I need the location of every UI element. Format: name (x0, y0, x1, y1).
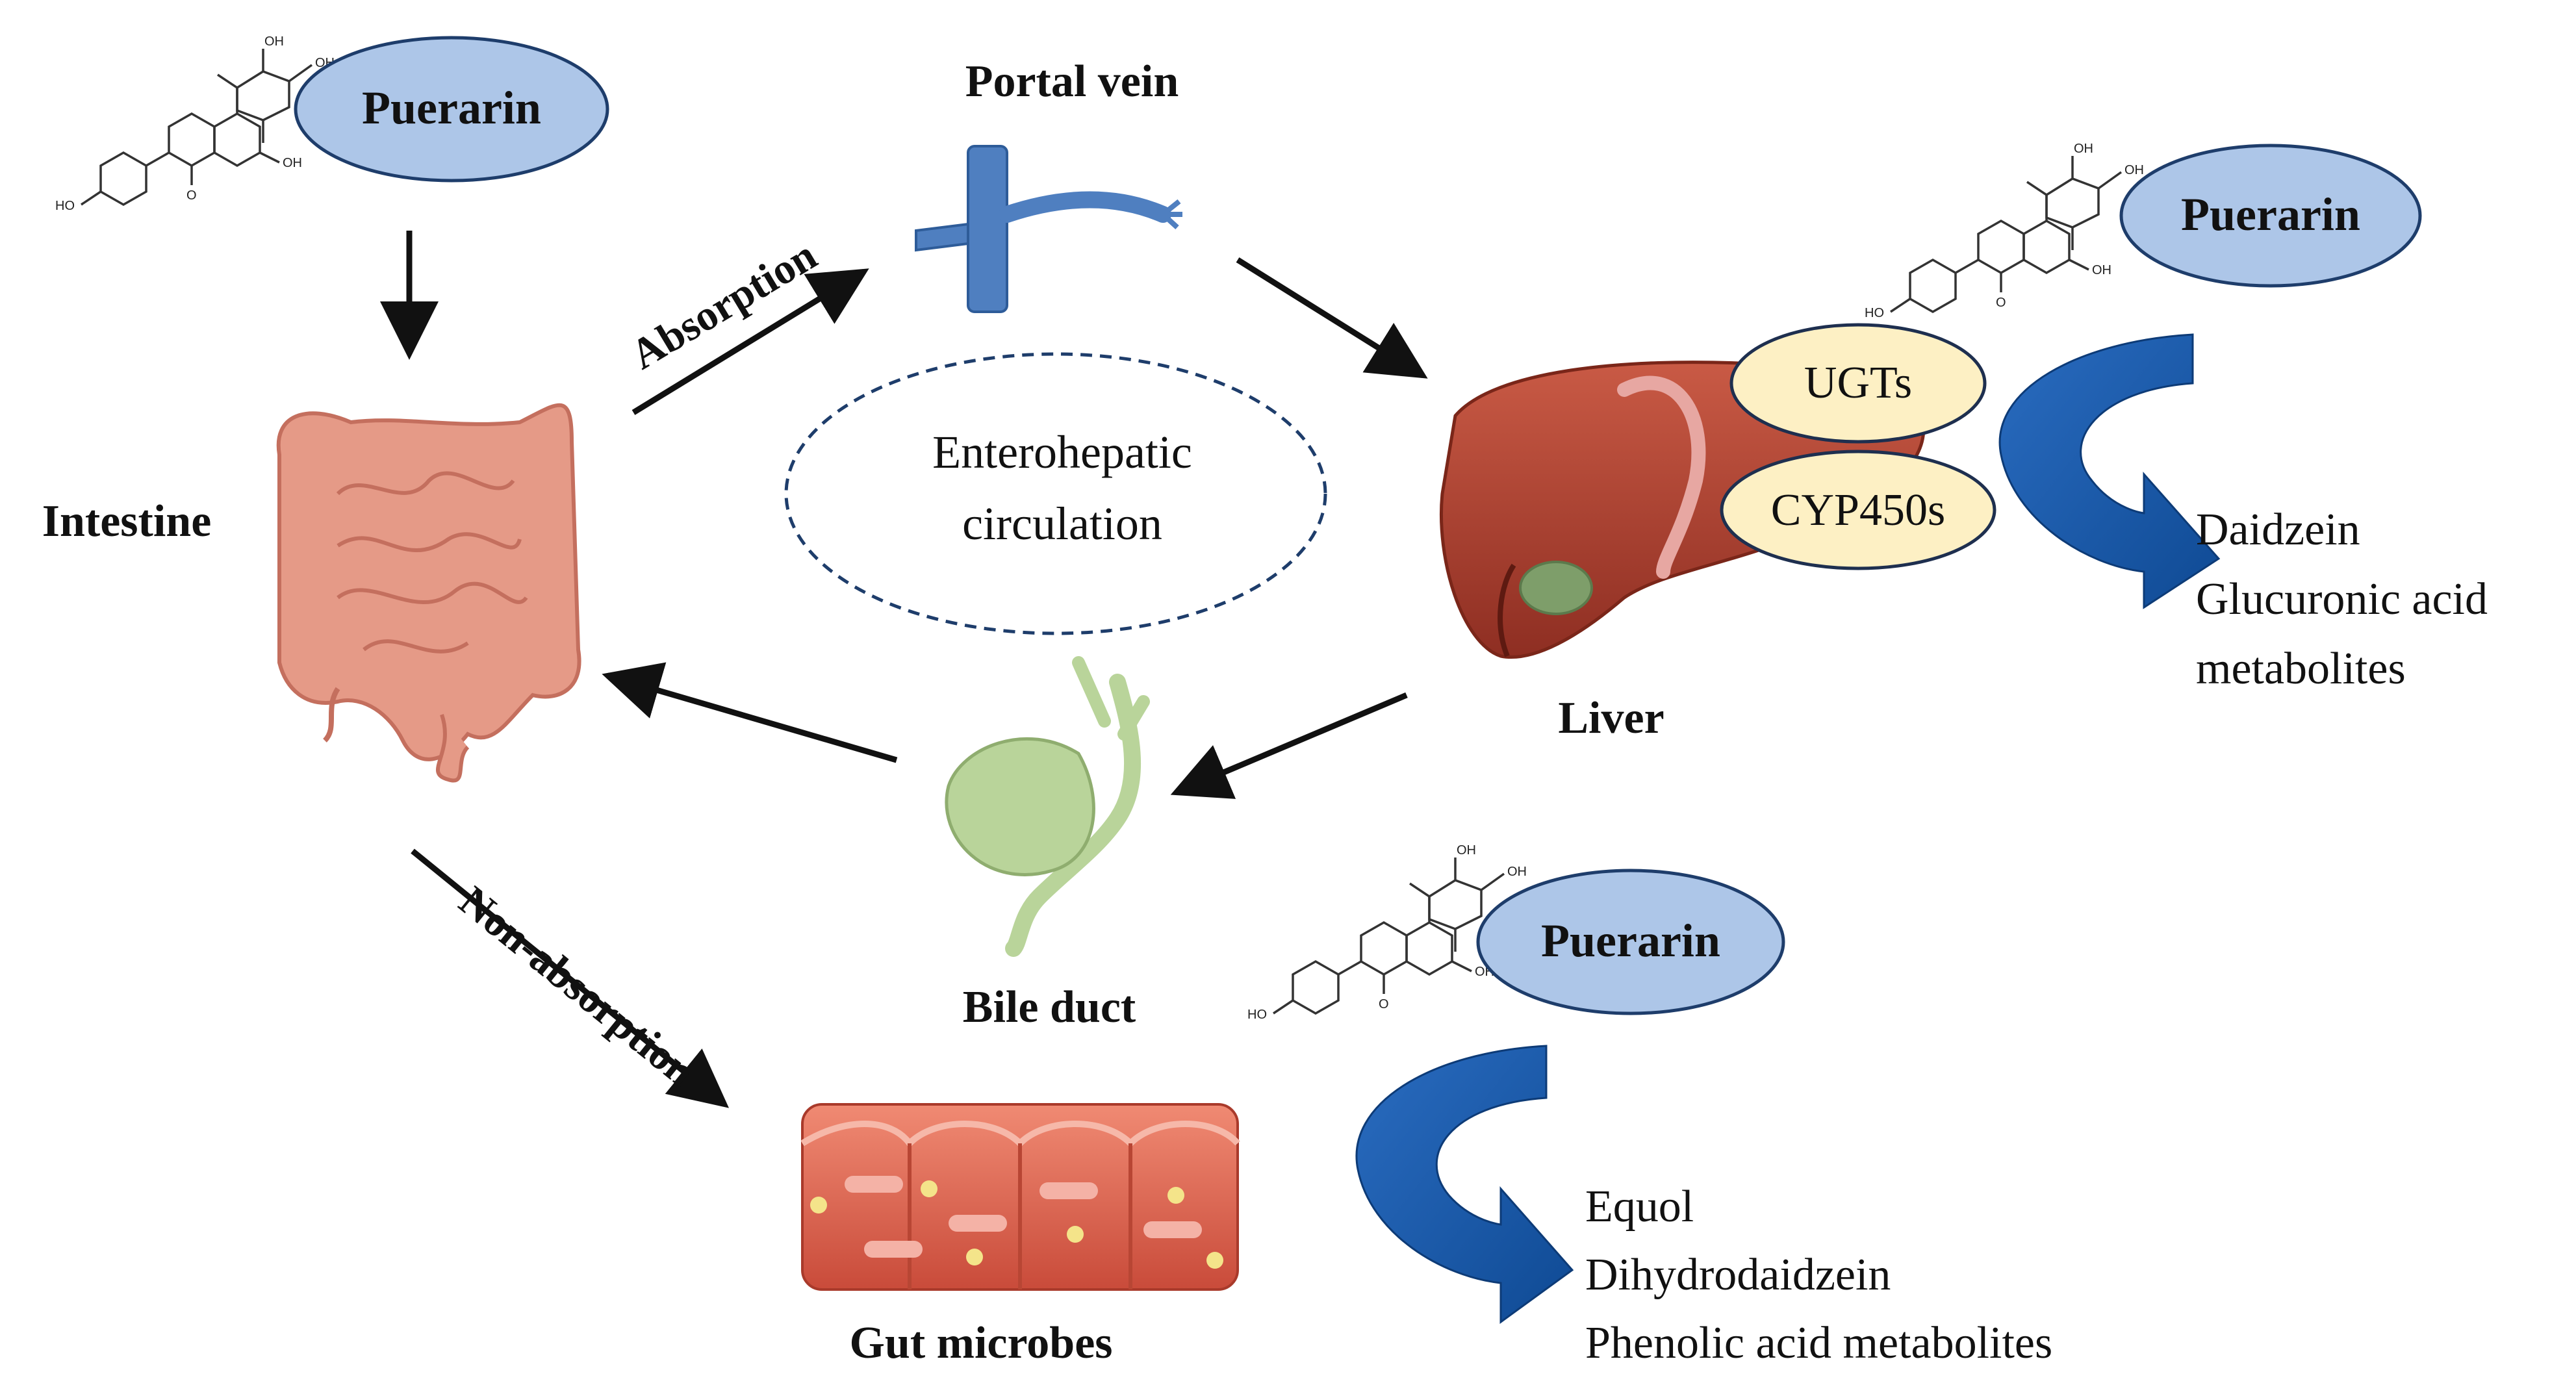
structure-oh-label: OH (2074, 142, 2093, 156)
liver-metabolite-list: Daidzein Glucuronic acid metabolites (2196, 505, 2488, 694)
arrow-liver-to-bile (1170, 692, 1408, 799)
structure-ho-label: HO (55, 199, 75, 213)
bile-duct-illustration (945, 656, 1150, 957)
metabolite-phenolic-acid: Phenolic acid metabolites (1585, 1318, 2052, 1368)
puerarin-structure-top-right: OH OH OH HO O (1865, 142, 2144, 320)
puerarin-structure-top-left: OH OH OH HO O (55, 34, 335, 213)
cycle-label-line2: circulation (962, 498, 1162, 550)
structure-oh-label: OH (283, 156, 302, 170)
structure-oh-label: OH (264, 34, 284, 49)
enterohepatic-boundary (784, 352, 1327, 635)
bile-duct-label: Bile duct (963, 982, 1136, 1032)
puerarin-label: Puerarin (1541, 915, 1720, 967)
cycle-label-line1: Enterohepatic (932, 426, 1192, 478)
structure-oh-label: OH (1457, 843, 1476, 858)
gut-microbes-label: Gut microbes (849, 1318, 1112, 1368)
puerarin-label: Puerarin (362, 82, 541, 134)
metabolite-metabolites: metabolites (2196, 644, 2406, 694)
structure-oh-label: OH (2124, 163, 2144, 177)
liver-metabolism-arrow (1998, 333, 2221, 609)
ugts-label: UGTs (1804, 358, 1912, 408)
intestine-label: Intestine (42, 496, 212, 546)
arrow-portal-to-liver (1236, 257, 1428, 379)
non-absorption-label: Non-absorption (450, 877, 704, 1095)
metabolite-daidzein: Daidzein (2196, 505, 2360, 555)
enzyme-badge-cyp450s: CYP450s (1720, 450, 1996, 570)
flow-arrows (380, 231, 1428, 1108)
puerarin-badge-bottom: Puerarin (1476, 869, 1785, 1015)
arrow-bile-to-intestine (602, 662, 898, 763)
portal-vein-label: Portal vein (965, 57, 1179, 107)
microbe-metabolism-arrow (1355, 1045, 1574, 1324)
cyp450s-label: CYP450s (1771, 485, 1945, 535)
portal-vein-illustration (915, 145, 1182, 313)
structure-ho-label: HO (1865, 306, 1884, 320)
structure-o-label: O (186, 188, 197, 203)
gut-microbes-illustration (800, 1103, 1240, 1291)
structure-o-label: O (1379, 997, 1389, 1011)
arrow-absorption (631, 268, 869, 415)
puerarin-label: Puerarin (2181, 188, 2360, 240)
structure-o-label: O (1996, 296, 2006, 310)
metabolite-glucuronic-acid: Glucuronic acid (2196, 574, 2488, 624)
puerarin-badge-top-left: Puerarin (294, 36, 609, 183)
structure-oh-label: OH (2092, 263, 2111, 277)
enzyme-badge-ugts: UGTs (1729, 323, 1987, 444)
liver-label: Liver (1558, 693, 1664, 743)
puerarin-structure-bottom: OH OH OH HO O (1247, 843, 1527, 1022)
puerarin-badge-top-right: Puerarin (2119, 144, 2422, 288)
intestine-illustration (276, 403, 581, 783)
structure-oh-label: OH (1507, 865, 1527, 879)
microbe-metabolite-list: Equol Dihydrodaidzein Phenolic acid meta… (1585, 1182, 2052, 1368)
metabolite-equol: Equol (1585, 1182, 1694, 1232)
arrow-non-absorption (411, 848, 729, 1108)
metabolite-dihydrodaidzein: Dihydrodaidzein (1585, 1250, 1891, 1300)
structure-ho-label: HO (1247, 1008, 1267, 1022)
